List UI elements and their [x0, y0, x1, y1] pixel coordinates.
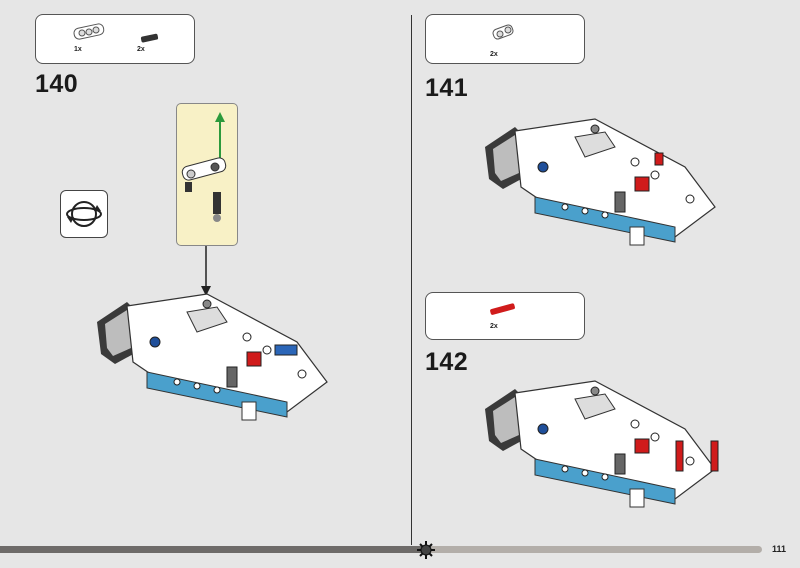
black-pin-part-icon: [140, 33, 159, 43]
parts-box-step-140: 1x 2x: [35, 14, 195, 64]
model-step-142: [484, 380, 719, 508]
model-step-141: [484, 118, 716, 246]
parts-box-step-142: 2x: [425, 292, 585, 340]
part-qty: 1x: [74, 46, 82, 53]
column-divider: [411, 15, 412, 545]
progress-bar-fill: [0, 546, 427, 553]
model-step-140: [96, 293, 328, 421]
step-number: 142: [425, 348, 469, 376]
parts-box-step-141: 2x: [425, 14, 585, 64]
step-number: 140: [35, 70, 79, 98]
page-number: 111: [772, 544, 787, 554]
callout-arrow-icon: [201, 246, 211, 296]
step-number: 141: [425, 74, 469, 102]
part-qty: 2x: [490, 51, 498, 58]
rotate-model-icon: [60, 190, 108, 238]
white-beam-part-icon: [73, 23, 105, 40]
progress-bar: [0, 546, 762, 553]
gear-icon: [417, 541, 435, 559]
part-qty: 2x: [137, 46, 145, 53]
part-qty: 2x: [490, 323, 498, 330]
white-connector-part-icon: [492, 24, 514, 40]
beam-pin-assembly-icon: [181, 157, 227, 222]
sub-assembly-callout: [176, 103, 238, 246]
red-axle-part-icon: [490, 303, 515, 315]
